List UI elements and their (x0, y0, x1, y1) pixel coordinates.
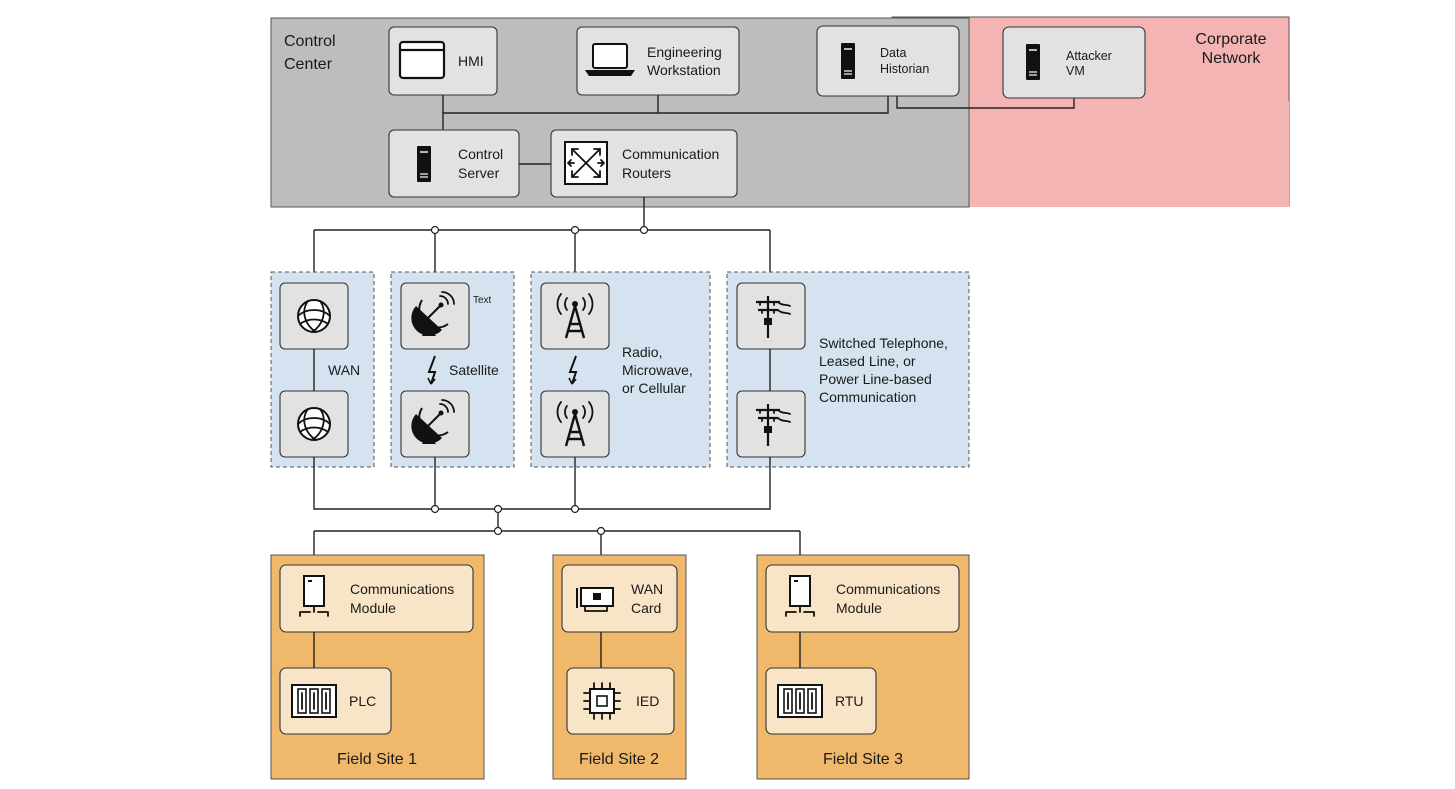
server-icon (416, 145, 432, 183)
engineering-workstation-node[interactable]: Engineering Workstation (576, 26, 740, 96)
telephone-label-3: Power Line-based (819, 371, 932, 387)
control-center-label: Control (284, 33, 336, 50)
radio-node-bottom[interactable] (540, 390, 610, 458)
field-site-3-comm-module[interactable]: Communications Module (765, 564, 960, 633)
wan-node-bottom[interactable] (279, 390, 349, 458)
data-historian-label-2: Historian (880, 62, 929, 76)
wan-node-top[interactable] (279, 282, 349, 350)
telephone-node-top[interactable] (736, 282, 806, 350)
field-site-2-wan-card[interactable]: WAN Card (561, 564, 678, 633)
field-site-3-module-label-2: Module (836, 600, 882, 616)
browser-window-icon (398, 40, 446, 80)
lower-bus (313, 457, 801, 565)
plc-rack-icon (291, 684, 337, 718)
field-site-1-plc[interactable]: PLC (279, 667, 392, 735)
field-site-2-module-label: WAN (631, 581, 663, 597)
globe-icon (297, 299, 331, 333)
engineering-workstation-label: Engineering (647, 44, 722, 60)
field-site-1-device-label: PLC (349, 693, 376, 709)
data-historian-label: Data (880, 46, 906, 60)
control-server-node[interactable]: Control Server (388, 129, 520, 198)
field-site-1-comm-module[interactable]: Communications Module (279, 564, 474, 633)
field-site-2-module-label-2: Card (631, 600, 661, 616)
laptop-icon (584, 43, 636, 77)
communication-routers-label: Communication (622, 146, 719, 162)
field-site-3-rtu[interactable]: RTU (765, 667, 877, 735)
telephone-label-4: Communication (819, 389, 916, 405)
field-site-2-device-label: IED (636, 693, 659, 709)
hmi-label: HMI (458, 53, 484, 69)
satellite-node-bottom[interactable] (400, 390, 470, 458)
field-site-3-device-label: RTU (835, 693, 864, 709)
corporate-network-zone-lower (970, 101, 1289, 207)
satellite-note: Text (473, 295, 492, 306)
wan-label: WAN (328, 362, 360, 378)
radio-node-top[interactable] (540, 282, 610, 350)
telephone-node-bottom[interactable] (736, 390, 806, 458)
server-icon (840, 42, 856, 80)
data-historian-node[interactable]: Data Historian (816, 25, 960, 97)
control-server-label-2: Server (458, 165, 500, 181)
field-site-3-label: Field Site 3 (823, 751, 903, 768)
radio-label-2: Microwave, (622, 362, 693, 378)
globe-icon (297, 407, 331, 441)
router-icon (564, 141, 608, 185)
field-site-2-ied[interactable]: IED (566, 667, 675, 735)
attacker-vm-label: Attacker (1066, 49, 1112, 63)
communication-routers-label-2: Routers (622, 165, 671, 181)
field-site-1-label: Field Site 1 (337, 751, 417, 768)
control-center-wiring (442, 95, 1075, 230)
field-site-1-module-label: Communications (350, 581, 454, 597)
field-site-1-module-label-2: Module (350, 600, 396, 616)
satellite-node-top[interactable] (400, 282, 470, 350)
corporate-network-label: Corporate (1195, 31, 1266, 48)
attacker-vm-node[interactable]: Attacker VM (1002, 26, 1146, 99)
attacker-vm-label-2: VM (1066, 64, 1085, 78)
rtu-rack-icon (777, 684, 823, 718)
chip-icon (583, 682, 621, 720)
telephone-label-2: Leased Line, or (819, 353, 916, 369)
corporate-network-label-2: Network (1202, 50, 1262, 67)
field-site-3-module-label: Communications (836, 581, 940, 597)
radio-label: Radio, (622, 344, 662, 360)
engineering-workstation-label-2: Workstation (647, 62, 721, 78)
hmi-node[interactable]: HMI (388, 26, 498, 96)
communication-routers-node[interactable]: Communication Routers (550, 129, 738, 198)
control-center-label-2: Center (284, 56, 333, 73)
control-server-label: Control (458, 146, 503, 162)
field-site-2-label: Field Site 2 (579, 751, 659, 768)
server-icon (1025, 43, 1041, 81)
telephone-label: Switched Telephone, (819, 335, 948, 351)
radio-label-3: or Cellular (622, 380, 686, 396)
satellite-label: Satellite (449, 362, 499, 378)
